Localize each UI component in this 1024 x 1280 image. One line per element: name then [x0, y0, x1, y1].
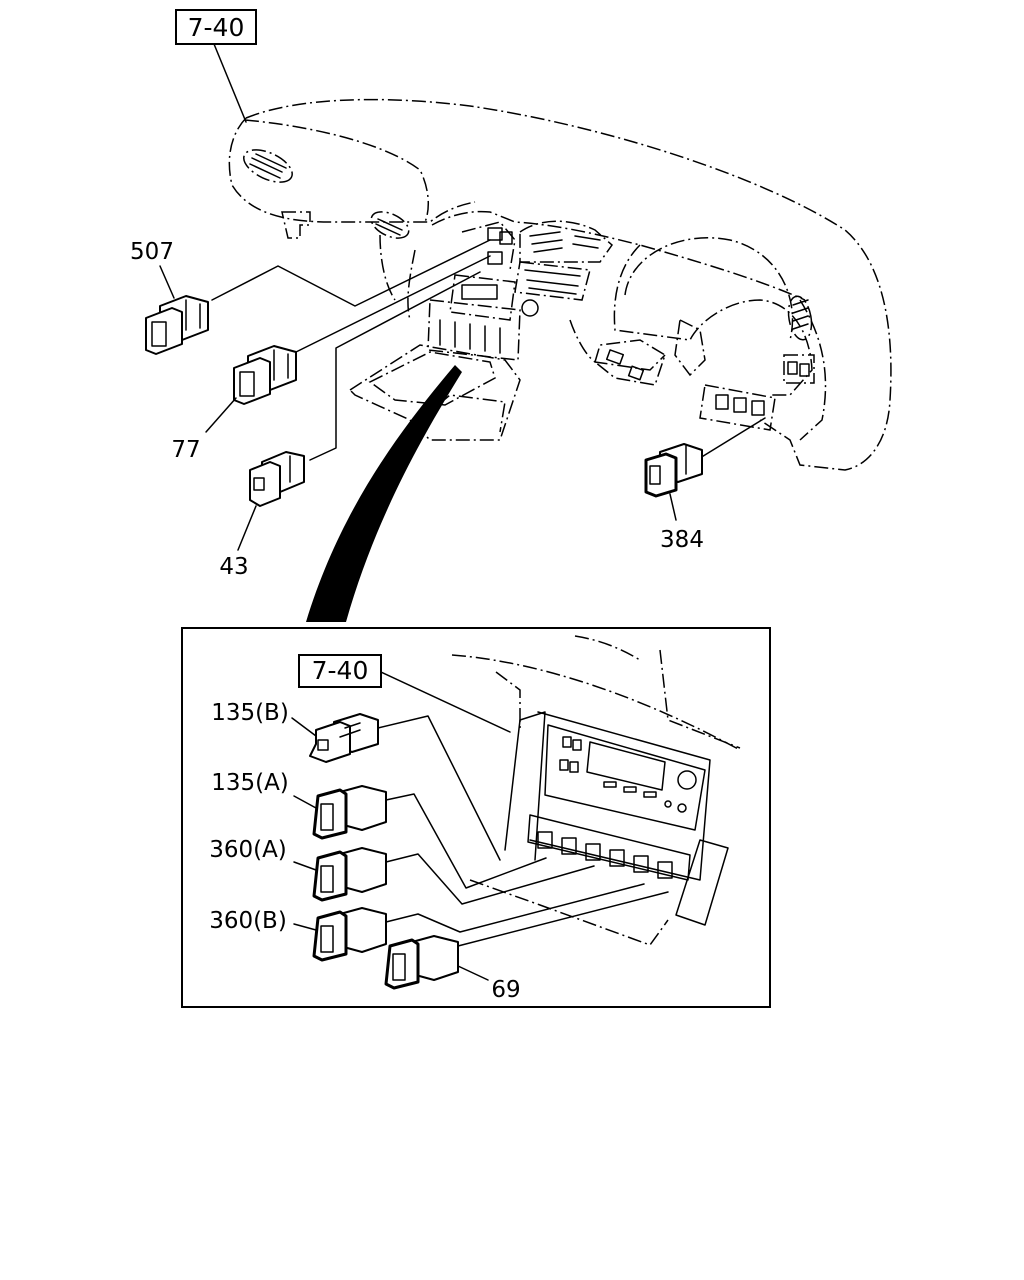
label-384: 384	[660, 527, 704, 553]
label-135b: 135(B)	[211, 700, 289, 726]
switch-135b[interactable]	[309, 713, 379, 763]
detail-callout-wedge	[306, 365, 462, 622]
left-vent-outer	[243, 149, 293, 183]
label-leader-135a	[293, 795, 317, 809]
label-69: 69	[491, 977, 520, 1003]
gauge-cluster	[624, 237, 815, 431]
leader-69	[457, 891, 669, 947]
switch-360b[interactable]	[312, 907, 387, 962]
label-leader-360b	[293, 923, 317, 931]
label-leader-43	[237, 505, 257, 551]
label-43: 43	[219, 554, 248, 580]
reference-leader-top	[213, 43, 247, 123]
leader-135a	[385, 793, 547, 889]
switch-135a[interactable]	[312, 785, 387, 840]
label-leader-77	[205, 397, 237, 433]
switch-69[interactable]	[384, 935, 459, 990]
label-leader-360a	[293, 861, 317, 871]
label-360b: 360(B)	[209, 908, 287, 934]
center-console	[348, 220, 706, 441]
leader-43	[309, 271, 481, 461]
leader-384	[699, 417, 766, 459]
leader-360a	[385, 853, 595, 905]
label-leader-135b	[291, 717, 317, 737]
left-vent-inner	[370, 211, 410, 239]
label-leader-507	[159, 265, 175, 299]
leader-135b	[377, 715, 501, 861]
hazard-cutout	[281, 211, 311, 239]
reference-label-top: 7-40	[188, 13, 245, 42]
label-77: 77	[171, 437, 200, 463]
switch-384[interactable]	[644, 443, 703, 498]
leader-360b	[385, 883, 645, 933]
reference-box-top[interactable]: 7-40	[175, 9, 257, 45]
reference-leader-inset	[380, 671, 511, 733]
label-135a: 135(A)	[211, 770, 289, 796]
label-360a: 360(A)	[209, 837, 287, 863]
switch-77[interactable]	[233, 345, 297, 405]
label-leader-69	[457, 965, 489, 981]
switch-507[interactable]	[145, 295, 209, 355]
detail-inset-frame	[181, 627, 771, 1008]
inset-center-stack	[451, 635, 741, 946]
reference-box-inset[interactable]: 7-40	[298, 654, 382, 688]
reference-label-inset: 7-40	[312, 656, 369, 685]
dashboard-outline	[228, 98, 892, 471]
leader-77	[295, 255, 491, 353]
label-507: 507	[130, 239, 174, 265]
label-leader-384	[669, 493, 677, 521]
leader-507	[211, 239, 491, 307]
switch-43[interactable]	[249, 451, 305, 507]
switch-360a[interactable]	[312, 847, 387, 902]
